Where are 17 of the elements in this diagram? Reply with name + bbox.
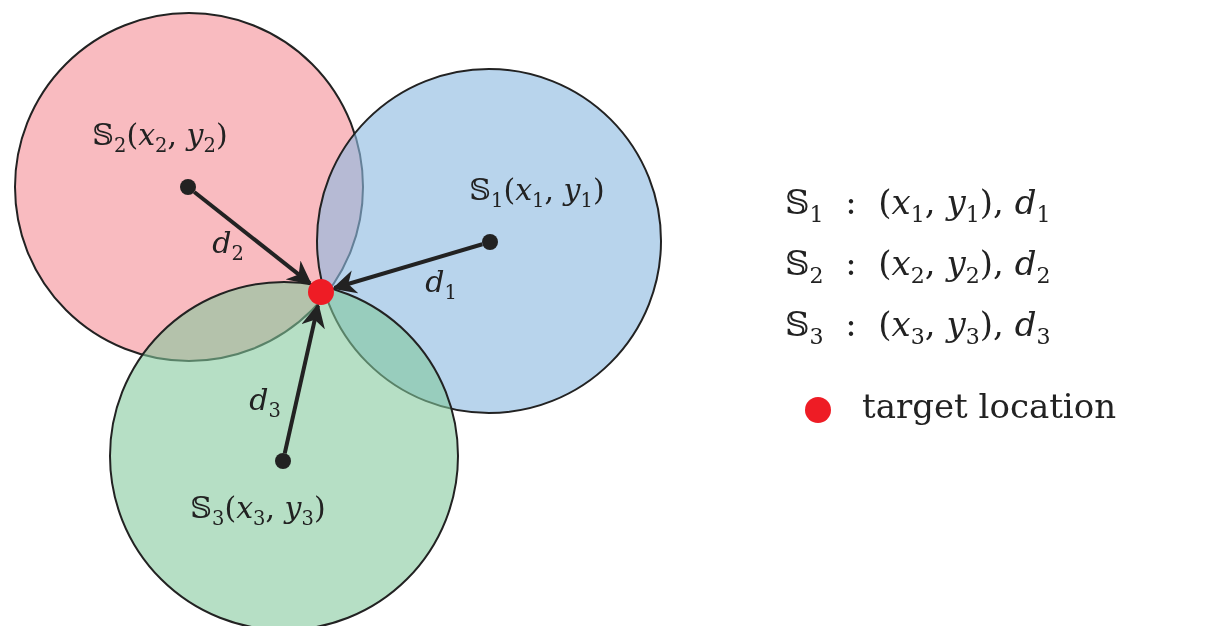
distance-arrow [282,303,325,454]
distance-arrow [332,242,483,294]
sensor-point [482,234,498,250]
legend-entry: 𝕊$_{3}$ : (x$_{3}$, y$_{3}$), d$_{3}$ [785,304,1051,349]
sensor-point [180,179,196,195]
distance-arrow [193,190,312,285]
edge-label: d$_{2}$ [212,225,244,265]
edge-label: d$_{1}$ [425,264,457,304]
legend-entry: 𝕊$_{1}$ : (x$_{1}$, y$_{1}$), d$_{1}$ [785,182,1051,227]
sensor-label: 𝕊$_{3}$(x$_{3}$, y$_{3}$) [190,490,326,530]
target-point [308,279,334,305]
legend-entry: 𝕊$_{2}$ : (x$_{2}$, y$_{2}$), d$_{2}$ [785,243,1051,288]
sensor-point [275,453,291,469]
sensor-label: 𝕊$_{1}$(x$_{1}$, y$_{1}$) [469,172,605,212]
edge-label: d$_{3}$ [249,382,281,422]
legend-label: target location [862,386,1117,426]
sensor-label: 𝕊$_{2}$(x$_{2}$, y$_{2}$) [92,117,228,157]
